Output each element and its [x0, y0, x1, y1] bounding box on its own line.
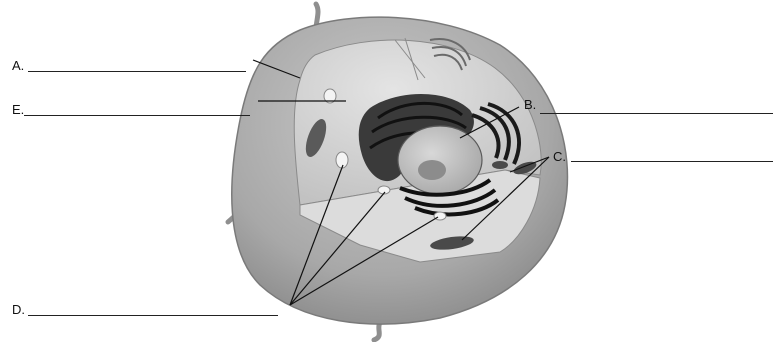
label-c: C.: [553, 150, 566, 163]
nucleolus: [418, 160, 446, 180]
label-a: A.: [12, 59, 24, 72]
label-b: B.: [524, 98, 536, 111]
answer-line-a[interactable]: [28, 71, 246, 72]
answer-line-e[interactable]: [24, 115, 250, 116]
answer-line-c[interactable]: [571, 161, 773, 162]
label-d: D.: [12, 303, 25, 316]
answer-line-b[interactable]: [540, 113, 773, 114]
nucleus: [398, 126, 482, 194]
label-e: E.: [12, 103, 24, 116]
answer-line-d[interactable]: [28, 315, 278, 316]
